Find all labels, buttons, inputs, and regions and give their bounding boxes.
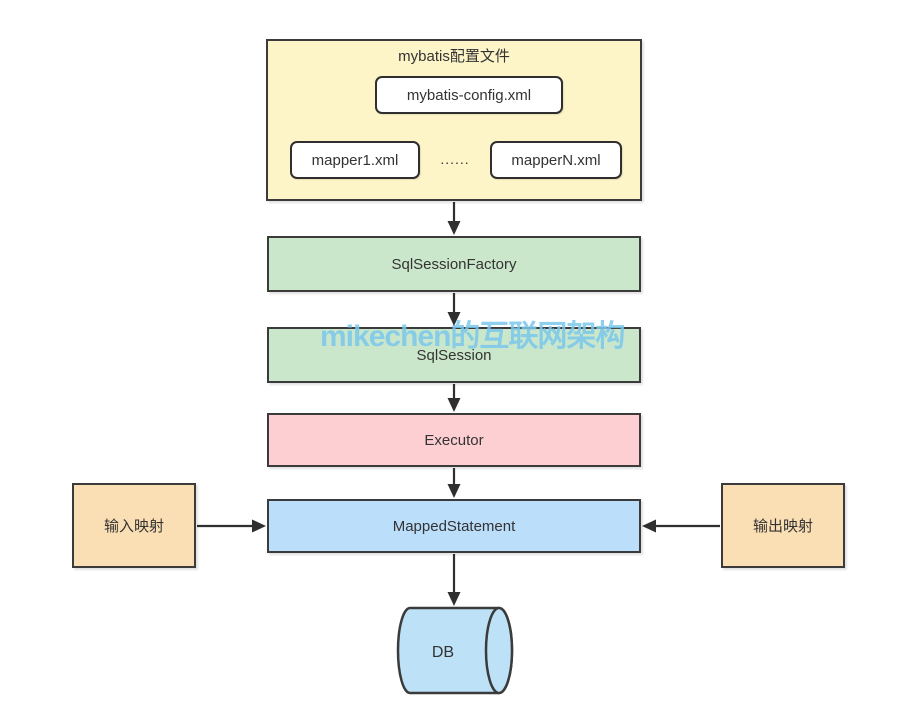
arrowhead-left-icon bbox=[642, 519, 656, 533]
mappedstatement-node: MappedStatement bbox=[267, 499, 641, 553]
config-group-title: mybatis配置文件 bbox=[398, 48, 510, 65]
sqlsessionfactory-node: SqlSessionFactory bbox=[267, 236, 641, 292]
sqlsession-node: SqlSession bbox=[267, 327, 641, 383]
arrowhead-down-icon bbox=[447, 484, 461, 498]
mapper-ellipsis: ...... bbox=[440, 151, 470, 167]
db-cylinder-body bbox=[396, 606, 514, 695]
input-mapping-node: 输入映射 bbox=[72, 483, 196, 568]
output-mapping-node: 输出映射 bbox=[721, 483, 845, 568]
arrowhead-down-icon bbox=[447, 221, 461, 235]
arrowhead-down-icon bbox=[447, 592, 461, 606]
watermark-text: mikechen的互联网架构 bbox=[320, 320, 625, 353]
arrowhead-down-icon bbox=[447, 398, 461, 412]
config-files-group: mybatis配置文件 mybatis-config.xml mapper1.x… bbox=[266, 39, 642, 201]
arrowhead-right-icon bbox=[252, 519, 266, 533]
db-label: DB bbox=[432, 644, 454, 661]
mapperN-xml-node: mapperN.xml bbox=[490, 141, 622, 179]
db-cylinder-face bbox=[484, 606, 514, 695]
mybatis-config-xml-node: mybatis-config.xml bbox=[375, 76, 563, 114]
mapper1-xml-node: mapper1.xml bbox=[290, 141, 420, 179]
db-cylinder: DB bbox=[396, 606, 514, 695]
executor-node: Executor bbox=[267, 413, 641, 467]
